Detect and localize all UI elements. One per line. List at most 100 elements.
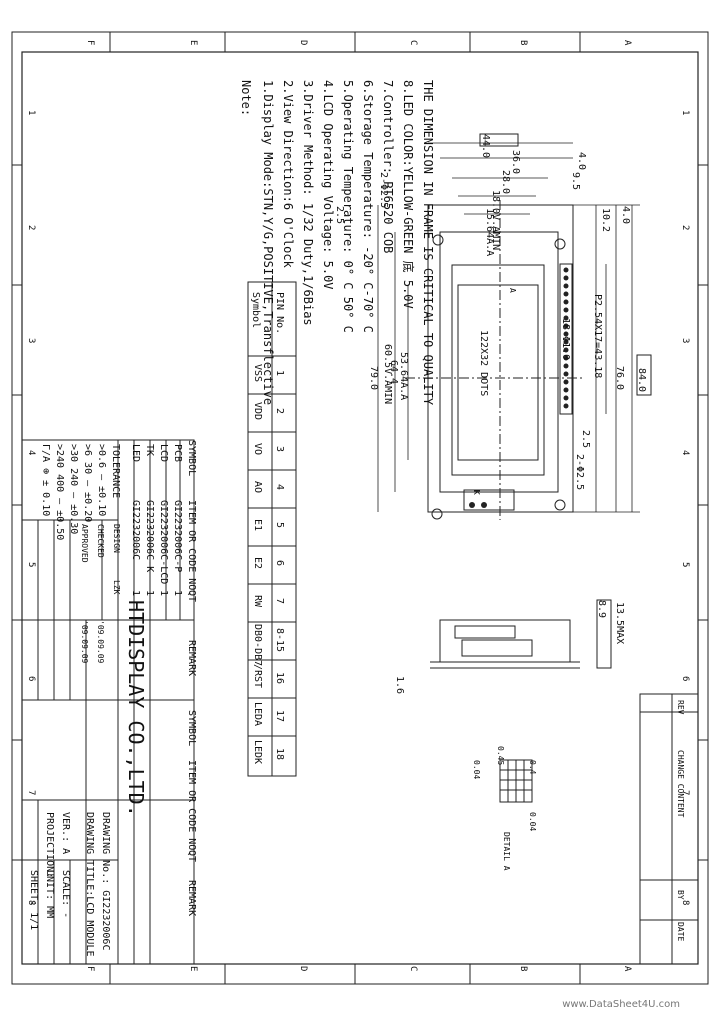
note-1: 1.Display Mode:STN,Y/G,POSITIVE,Transfle… xyxy=(261,80,275,406)
parts-header-remark: REMARK xyxy=(186,640,197,677)
note-4: 4.LCD Operating Voltage: 5.0V xyxy=(321,80,335,290)
col-label-e-bottom: E xyxy=(188,966,198,972)
row-label-5-right: 5 xyxy=(26,562,36,568)
row-label-3-right: 3 xyxy=(26,338,36,344)
part-pcb-qt: 1 xyxy=(172,590,183,597)
row-label-2-right: 2 xyxy=(26,225,36,231)
pin-8-15-no: 8-15 xyxy=(274,628,285,653)
tolerance-title: TOLERANCE xyxy=(110,444,121,499)
dim-4-right: 4.0 xyxy=(620,206,631,225)
part-led-item: LED xyxy=(130,444,141,463)
dim-2-5-b: 2.5 xyxy=(580,430,591,449)
part-led-qt: 1 xyxy=(130,590,141,597)
tolerance-row-2: >6 30 — ±0.20 xyxy=(82,444,93,523)
tolerance-row-3: >30 240 — ±0.30 xyxy=(68,444,79,535)
design-name: LZK xyxy=(112,580,121,595)
pin-17-no: 17 xyxy=(274,710,285,723)
row-label-5: 5 xyxy=(680,562,690,568)
note-2: 2.View Direction:6 O'Clock xyxy=(281,80,295,268)
dim-76: 76.0 xyxy=(614,366,625,391)
pin-6-no: 6 xyxy=(274,560,285,567)
part-lcd-qt: 1 xyxy=(158,590,169,597)
col-label-f-bottom: F xyxy=(85,966,95,972)
by-label: BY xyxy=(676,890,685,900)
dim-36: 36.0 xyxy=(510,150,521,175)
col-label-d-bottom: D xyxy=(298,966,308,972)
parts-header-symbol: SYMBOL xyxy=(186,440,197,477)
pin-a-mark: A xyxy=(508,288,517,293)
col-label-a-bottom: A xyxy=(622,966,632,972)
note-7: 7.Controller: PT6520 COB xyxy=(381,80,395,254)
note-3: 3.Driver Method: 1/32 Duty,1/6Bias xyxy=(301,80,315,326)
part-tk-code: GI2232006C-K xyxy=(144,500,155,573)
col-label-c: C xyxy=(408,40,418,46)
pin-6-symbol: E2 xyxy=(252,557,263,570)
dim-max: 13.5MAX xyxy=(614,602,625,645)
pin-7-no: 7 xyxy=(274,598,285,605)
pin-16-no: 16 xyxy=(274,672,285,685)
col-label-f: F xyxy=(85,40,95,46)
dim-9-5: 9.5 xyxy=(570,172,581,191)
projection-label: PROJECTION: xyxy=(44,812,55,879)
row-label-3: 3 xyxy=(680,338,690,344)
ver-label: VER.: A xyxy=(60,812,71,855)
note-8: 8.LED COLOR:YELLOW-GREEN 底 5.0V xyxy=(401,80,415,309)
pin-7-symbol: RW xyxy=(252,595,263,608)
row-label-1: 1 xyxy=(680,110,690,116)
pin-16-symbol: /RST xyxy=(252,664,263,689)
dim-28: 28.0 xyxy=(500,170,511,195)
sign-date-2: '09.09.09 xyxy=(80,620,89,664)
tolerance-row-5: Γ/A ⊕ ± 0.10 xyxy=(40,444,51,517)
pin-3-no: 3 xyxy=(274,446,285,453)
pin-17-symbol: LEDA xyxy=(252,702,263,727)
dim-0-04-b: 0.04 xyxy=(528,812,537,832)
row-label-1-right: 1 xyxy=(26,110,36,116)
tolerance-row-1: >0.6 — ±0.10 xyxy=(96,444,107,517)
dim-8-9: 8.9 xyxy=(596,600,607,619)
col-label-c-bottom: C xyxy=(408,966,418,972)
pin-4-symbol: AO xyxy=(252,481,263,494)
approved-label: APPROVED xyxy=(80,524,89,563)
dim-64-4: 64.4 xyxy=(388,360,399,385)
design-label: DESIGN xyxy=(112,524,121,553)
symbol-label: Symbol xyxy=(250,292,261,329)
parts-header-item-2: ITEM OR CODE NO. xyxy=(186,760,197,857)
dim-0-4: 0.4 xyxy=(528,760,537,775)
dim-0-45: 0.45 xyxy=(496,746,505,766)
pin-k-mark: K xyxy=(472,490,481,495)
row-label-6-right: 6 xyxy=(26,676,36,682)
part-pcb-code: GI2232006C-P xyxy=(172,500,183,573)
dim-aa: 15.64A.A xyxy=(484,208,495,257)
dim-84: 84.0 xyxy=(636,368,647,393)
part-lcd-code: GI2232006C-LCD xyxy=(158,500,169,585)
dim-1-6: 1.6 xyxy=(394,676,405,695)
part-pcb-item: PCB xyxy=(172,444,183,463)
row-label-4-right: 4 xyxy=(26,450,36,456)
part-tk-item: TK xyxy=(144,444,155,457)
row-label-4: 4 xyxy=(680,450,690,456)
watermark: www.DataSheet4U.com xyxy=(562,999,680,1010)
dim-10-2: 10.2 xyxy=(600,208,611,233)
dim-aa2: 53.64A.A xyxy=(398,352,409,401)
note-9: THE DIMENSION IN FRAME IS CRITICAL TO QU… xyxy=(421,80,435,406)
dim-pin-holes: 18-Φ1.0 xyxy=(560,318,571,361)
col-label-b-bottom: B xyxy=(518,966,528,972)
notes-title: Note: xyxy=(239,80,253,117)
dim-dots: 122X32 DOTS xyxy=(478,330,489,397)
pin-4-no: 4 xyxy=(274,484,285,491)
dim-44: 44.0 xyxy=(480,134,491,159)
col-label-a: A xyxy=(622,40,632,46)
dim-79: 79.0 xyxy=(368,366,379,391)
part-lcd-item: LCD xyxy=(158,444,169,463)
drawing-no: DRAWING No.: GI2232006C xyxy=(100,812,111,951)
parts-header-item: ITEM OR CODE NO. xyxy=(186,500,197,597)
pin-8-15-symbol: DB0-DB7 xyxy=(252,624,263,667)
row-label-6: 6 xyxy=(680,676,690,682)
sign-date-1: '09.09.09 xyxy=(96,620,105,664)
part-tk-qt: 1 xyxy=(144,590,155,597)
tolerance-row-4: >240 400 — ±0.50 xyxy=(54,444,65,541)
change-content-label: CHANGE CONTENT xyxy=(676,750,685,818)
col-label-d: D xyxy=(298,40,308,46)
note-6: 6.Storage Temperature: -20° C-70° C xyxy=(361,80,375,333)
dim-pitch: P2.54X17=43.18 xyxy=(592,294,603,379)
